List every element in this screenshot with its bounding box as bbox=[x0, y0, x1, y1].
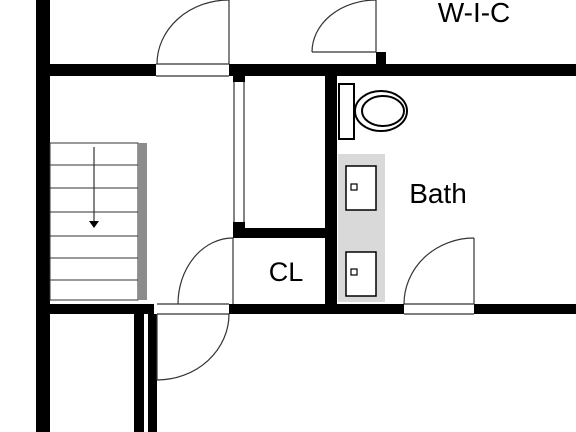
stair-rail bbox=[138, 143, 147, 300]
room-label-wic: W-I-C bbox=[438, 0, 511, 28]
vanity bbox=[338, 154, 385, 302]
hall-partition-top bbox=[233, 70, 245, 82]
hall-top-door[interactable] bbox=[156, 0, 230, 65]
walls bbox=[36, 0, 576, 432]
lower-wall-left bbox=[36, 304, 154, 314]
lower-hall-door[interactable] bbox=[156, 313, 230, 381]
bath-door[interactable] bbox=[403, 237, 475, 305]
bath-west-wall bbox=[325, 72, 337, 310]
upper-wall-left bbox=[36, 64, 156, 76]
lower-wall-right bbox=[474, 304, 576, 314]
room-label-closet: CL bbox=[269, 257, 304, 287]
thin-partitions bbox=[156, 51, 474, 315]
faucet-icon bbox=[350, 183, 358, 191]
toilet-tank bbox=[338, 83, 355, 140]
doors bbox=[156, 0, 475, 381]
lower-right-partition bbox=[148, 314, 157, 432]
wic-wall-stub bbox=[376, 52, 386, 72]
toilet-seat bbox=[361, 95, 405, 127]
lower-left-partition bbox=[134, 314, 144, 432]
left-exterior-wall bbox=[36, 0, 50, 432]
toilet bbox=[338, 83, 408, 140]
staircase bbox=[49, 142, 147, 301]
room-label-bath: Bath bbox=[409, 178, 467, 209]
lower-wall-middle bbox=[229, 304, 404, 314]
stair-direction-arrow-icon bbox=[89, 221, 99, 228]
upper-wall-right bbox=[229, 64, 576, 76]
closet-door[interactable] bbox=[177, 237, 234, 305]
closet-top-wall bbox=[233, 228, 329, 238]
wic-door[interactable] bbox=[311, 0, 377, 53]
faucet-icon bbox=[350, 268, 358, 276]
